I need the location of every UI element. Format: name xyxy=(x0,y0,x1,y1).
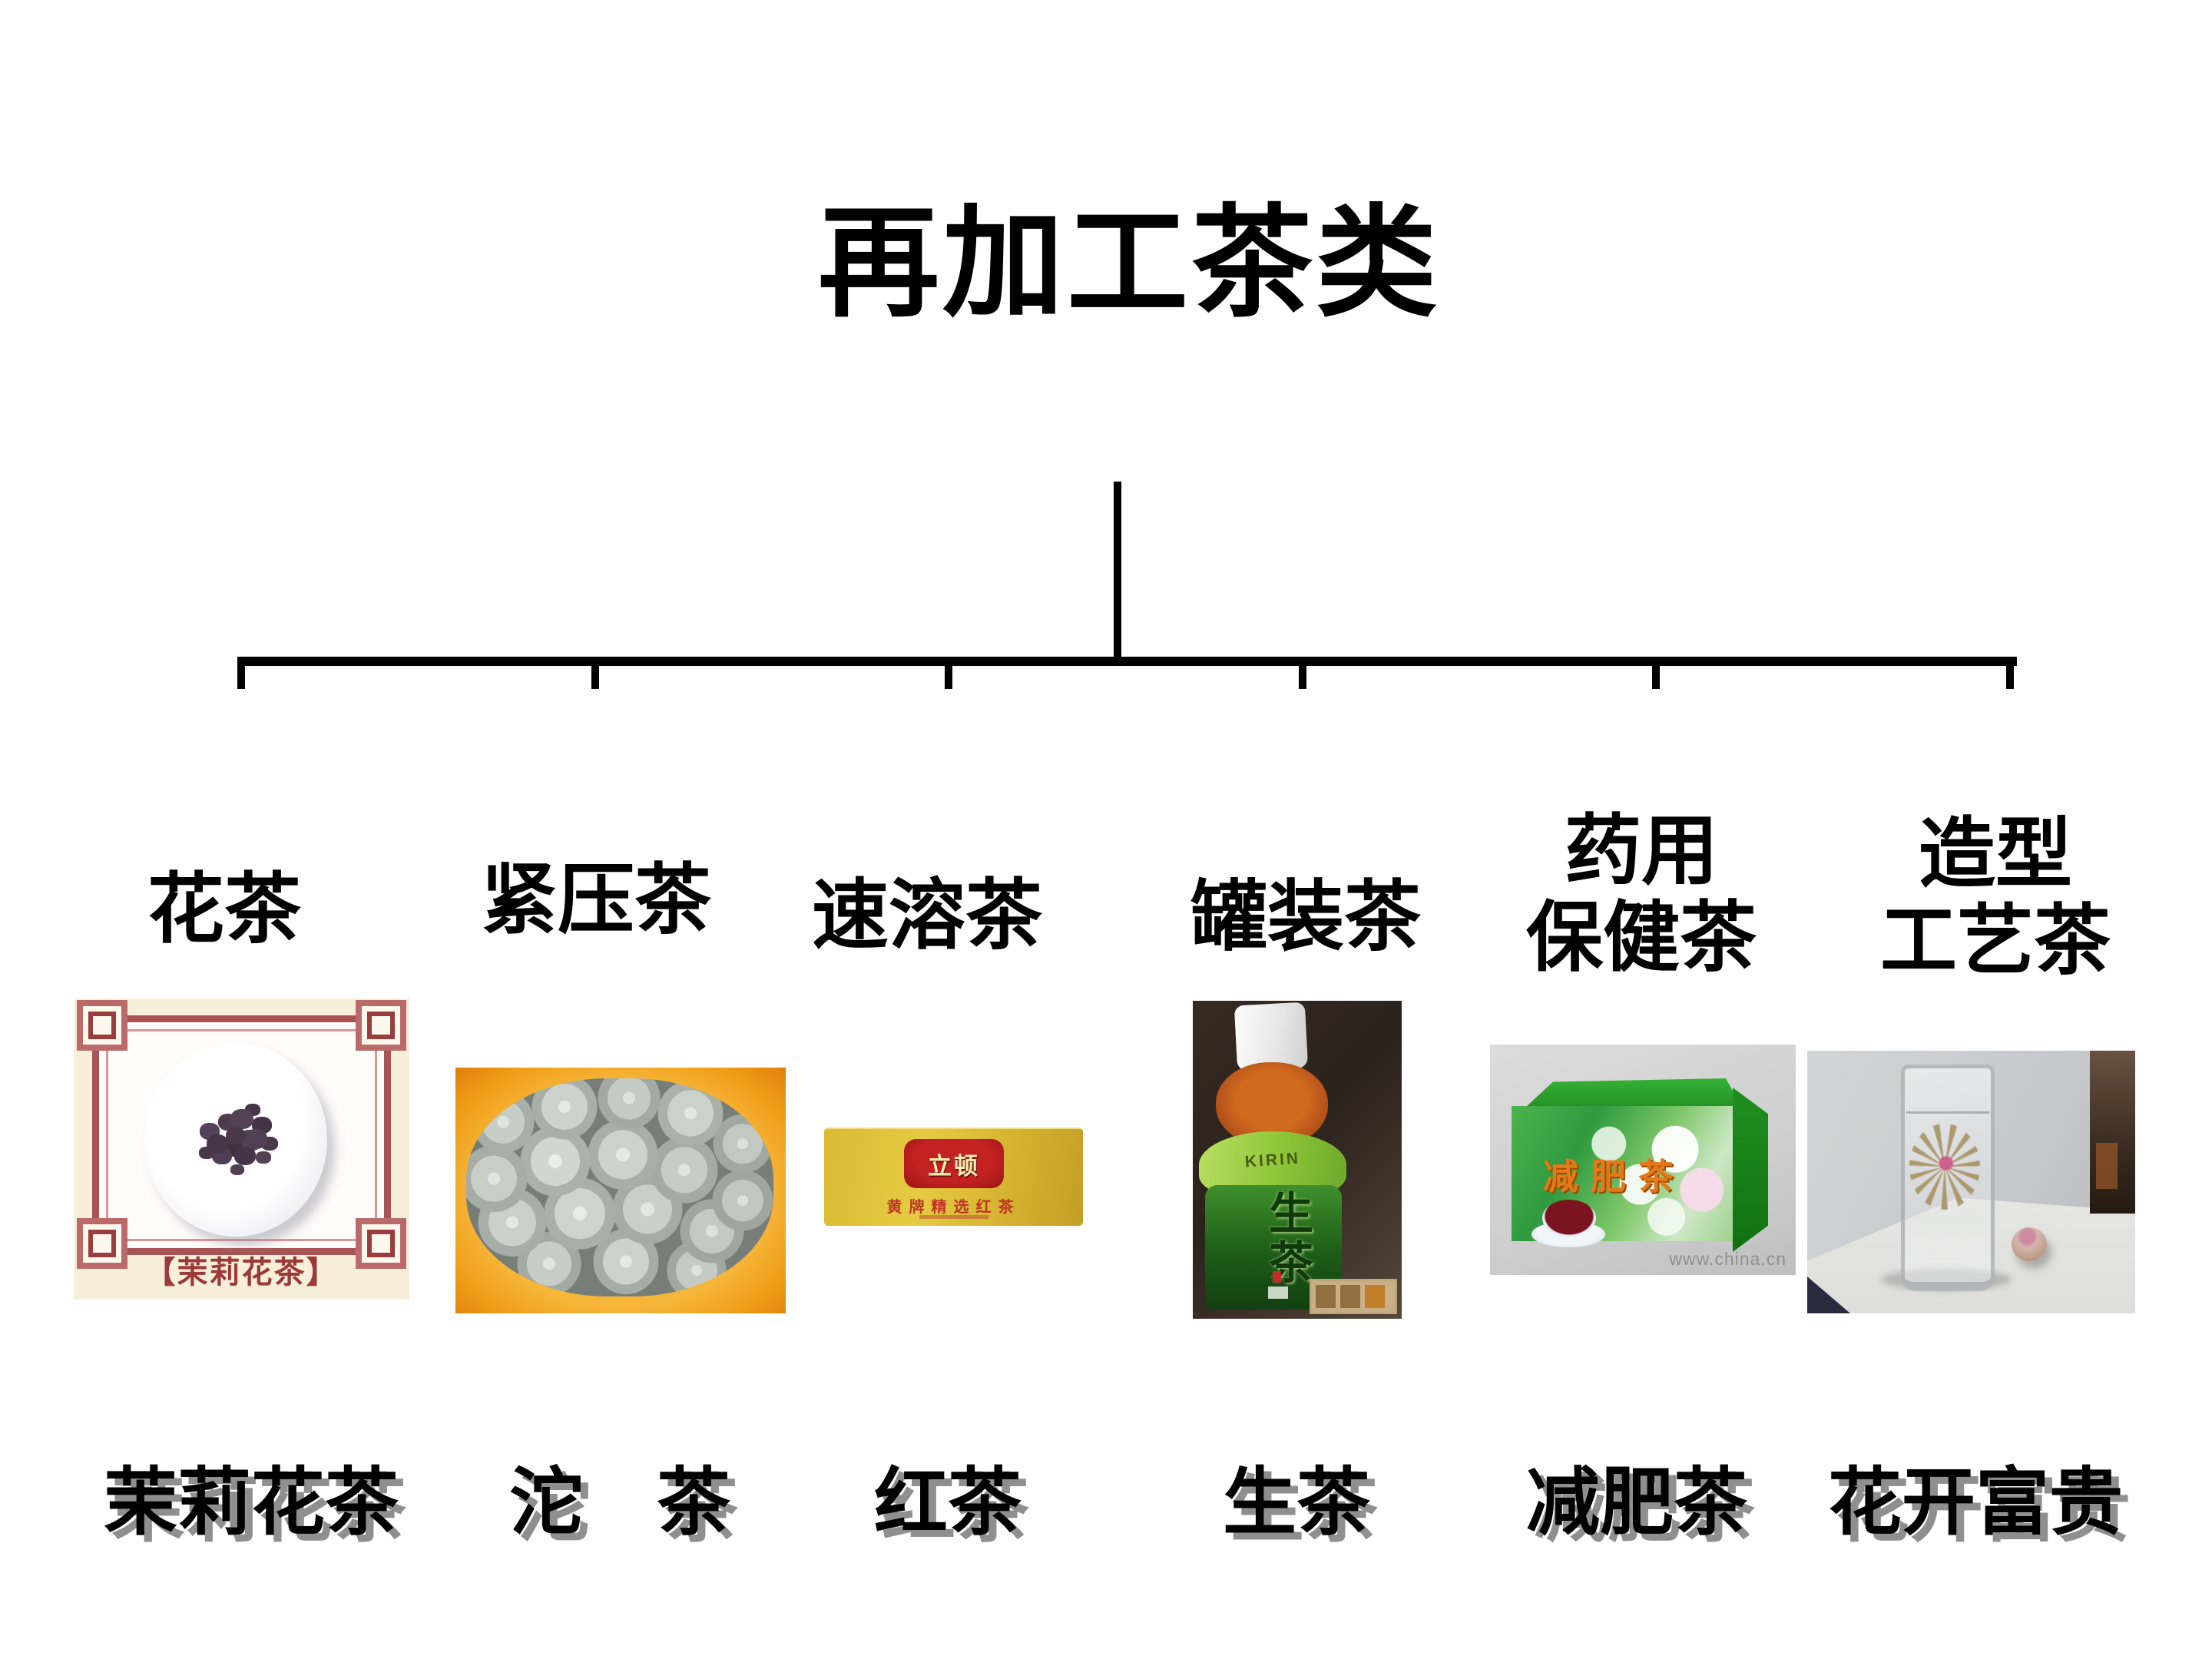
lipton-logo: 立顿 xyxy=(904,1139,1004,1188)
box-side-face xyxy=(1733,1088,1768,1252)
category-label-shaped-craft-tea: 造型 工艺茶 xyxy=(1880,811,2111,985)
category-line: 紧压茶 xyxy=(481,858,711,943)
bottle-small-print xyxy=(1268,1286,1288,1299)
category-line: 工艺茶 xyxy=(1880,899,2111,984)
tree-branch-tick-1 xyxy=(237,657,245,689)
category-label-canned-tea: 罐装茶 xyxy=(1190,874,1421,961)
tuocha-wrapped-balls xyxy=(466,1078,773,1296)
tree-branch-tick-4 xyxy=(1299,657,1306,689)
lipton-logo-text: 立顿 xyxy=(928,1152,980,1180)
tree-branch-tick-5 xyxy=(1652,657,1660,689)
photo-blooming-tea-glass xyxy=(1807,1051,2135,1313)
caption-raw-tea: 生茶 xyxy=(1223,1462,1370,1544)
category-line: 保健茶 xyxy=(1526,896,1757,981)
category-line: 造型 xyxy=(1919,812,2072,897)
photo-lipton-box: 立顿 黄牌精选红茶 xyxy=(824,1128,1083,1226)
caption-blooming-tea: 花开富贵 xyxy=(1828,1462,2123,1544)
photo-jasmine-tea: 【茉莉花茶】 xyxy=(74,998,409,1300)
caption-tuocha: 沱 茶 xyxy=(509,1462,730,1544)
lipton-small-print xyxy=(919,1215,988,1219)
lipton-subtitle: 黄牌精选红茶 xyxy=(886,1199,1021,1216)
caption-black-tea: 红茶 xyxy=(874,1462,1022,1544)
water-surface-line xyxy=(1906,1111,1989,1114)
tree-branch-tick-2 xyxy=(591,657,599,689)
teacup xyxy=(1542,1200,1596,1237)
box-top-face xyxy=(1525,1078,1742,1108)
page-title: 再加工茶类 xyxy=(818,197,1440,332)
jasmine-tea-leaves xyxy=(226,1128,246,1144)
jasmine-corner-knot xyxy=(77,1000,127,1051)
caption-jasmine-tea: 茉莉花茶 xyxy=(104,1462,399,1544)
jasmine-photo-caption: 【茉莉花茶】 xyxy=(144,1255,339,1290)
caption-diet-tea: 减肥茶 xyxy=(1526,1462,1747,1544)
tea-ball xyxy=(2012,1227,2047,1261)
photo-kirin-bottle: KIRIN 生茶 xyxy=(1193,1001,1402,1319)
category-line: 罐装茶 xyxy=(1190,875,1421,960)
tree-branch-tick-3 xyxy=(945,657,952,689)
bottle-cap xyxy=(1233,1002,1309,1072)
category-line: 花茶 xyxy=(147,867,301,952)
category-label-compressed-tea: 紧压茶 xyxy=(481,857,711,944)
category-line: 药用 xyxy=(1565,809,1718,894)
kirin-brand-text: KIRIN xyxy=(1244,1149,1301,1171)
tree-branch-tick-6 xyxy=(2006,657,2014,689)
tree-stem-line xyxy=(1114,482,1121,666)
background-wood-object xyxy=(2090,1051,2135,1214)
photo-watermark-text: www.china.cn xyxy=(1669,1249,1786,1269)
jasmine-frame-inner xyxy=(106,1029,377,1241)
jasmine-corner-knot xyxy=(356,1218,406,1269)
category-label-medicinal-health-tea: 药用 保健茶 xyxy=(1526,808,1757,982)
diet-box-label: 减肥茶 xyxy=(1543,1157,1686,1197)
photo-watermark-box xyxy=(1310,1279,1397,1314)
tree-horizontal-line xyxy=(237,657,2017,666)
jasmine-corner-knot xyxy=(77,1218,127,1269)
category-label-instant-tea: 速溶茶 xyxy=(812,873,1042,959)
box-front-face: 减肥茶 xyxy=(1512,1106,1733,1247)
bottle-label-text: 生茶 xyxy=(1262,1190,1312,1288)
tall-glass xyxy=(1901,1065,1995,1291)
jasmine-frame-outer xyxy=(92,1015,391,1255)
category-label-flower-tea: 花茶 xyxy=(147,866,301,953)
category-line: 速溶茶 xyxy=(812,873,1042,959)
blooming-flower-tea xyxy=(1909,1124,1980,1210)
jasmine-corner-knot xyxy=(356,1000,406,1051)
photo-tuocha-bowl xyxy=(455,1068,786,1313)
photo-diet-tea-box: 减肥茶 www.china.cn xyxy=(1490,1045,1796,1275)
bottle-red-seal xyxy=(1273,1271,1281,1283)
